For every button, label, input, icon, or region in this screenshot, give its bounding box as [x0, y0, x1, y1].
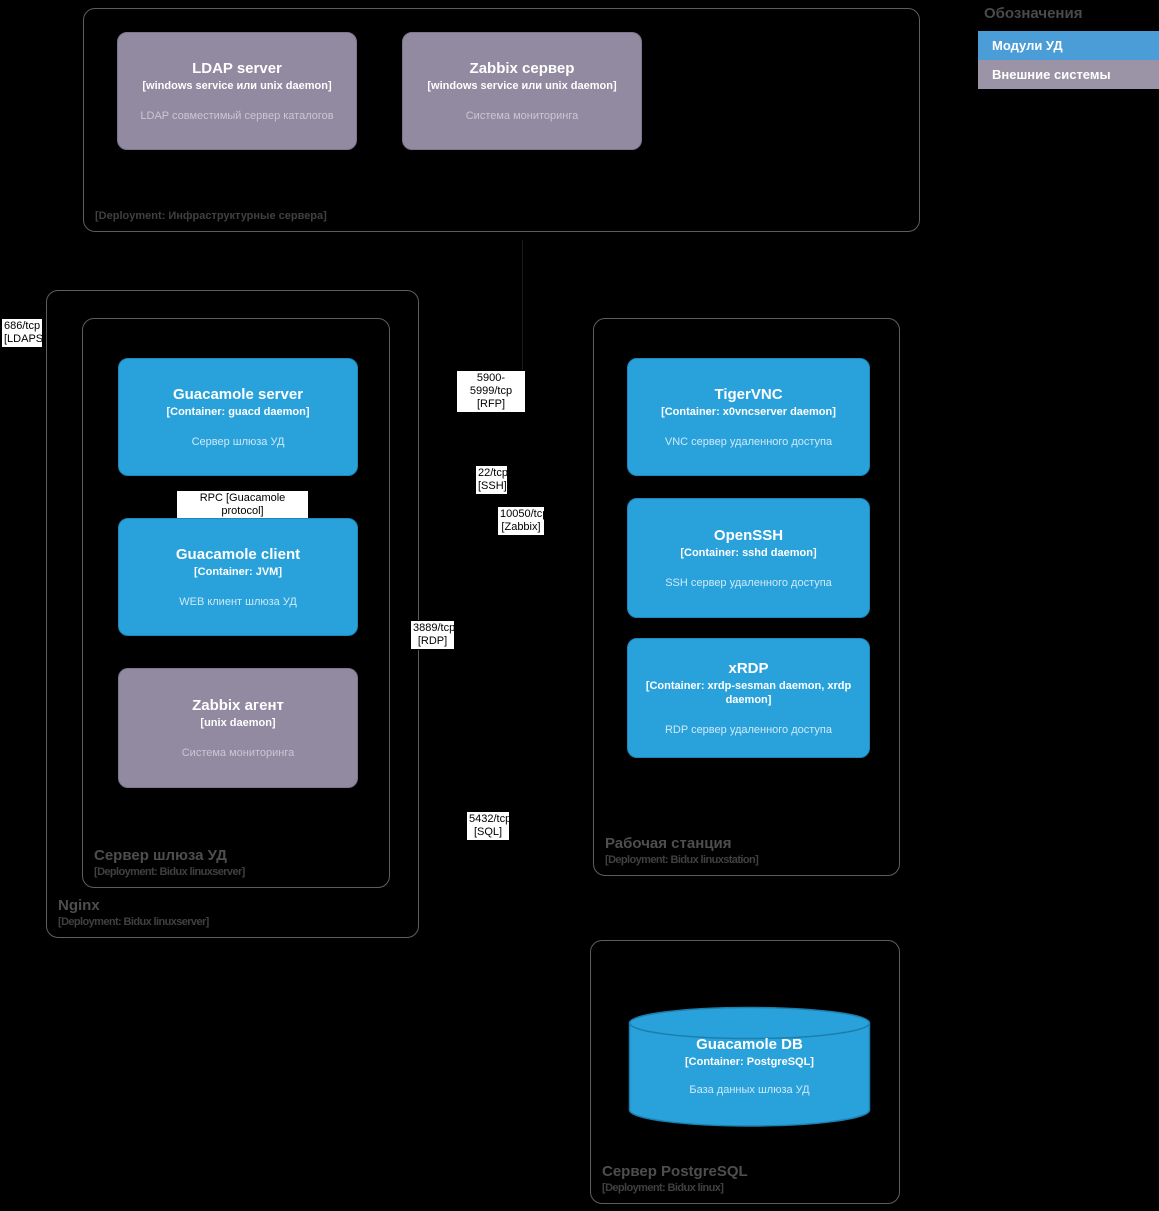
node-guacamole-db: Guacamole DB [Container: PostgreSQL] Баз…: [628, 1006, 871, 1128]
node-description: VNC сервер удаленного доступа: [664, 435, 833, 448]
node-subtitle: [unix daemon]: [200, 716, 276, 729]
node-subtitle: [Container: guacd daemon]: [166, 405, 310, 418]
edge-protocol: [Zabbix]: [501, 521, 541, 533]
node-guacamole-client: Guacamole client [Container: JVM] WEB кл…: [118, 518, 358, 636]
node-subtitle: [windows service или unix daemon]: [142, 79, 332, 92]
node-subtitle: [Container: x0vncserver daemon]: [661, 405, 836, 418]
database-text: Guacamole DB [Container: PostgreSQL] Баз…: [628, 1036, 871, 1097]
boundary-infrastructure-servers: [Deployment: Инфраструктурные сервера]: [83, 8, 920, 232]
node-description: SSH сервер удаленного доступа: [665, 576, 832, 589]
node-xrdp: xRDP [Container: xrdp-sesman daemon, xrd…: [627, 638, 870, 758]
node-zabbix-agent: Zabbix агент [unix daemon] Система монит…: [118, 668, 358, 788]
node-title: LDAP server: [192, 59, 282, 77]
edge-protocol: [SQL]: [473, 826, 503, 838]
boundary-deployment-label: [Deployment: Bidux linuxserver]: [94, 866, 245, 878]
node-description: LDAP совместимый сервер каталогов: [140, 109, 334, 122]
edge-port: 10050/tcp: [500, 508, 549, 520]
boundary-gateway-server: Сервер шлюза УД [Deployment: Bidux linux…: [82, 318, 390, 888]
boundary-deployment-label: [Deployment: Bidux linuxserver]: [58, 916, 209, 928]
boundary-name-label: Nginx: [58, 897, 100, 914]
node-openssh: OpenSSH [Container: sshd daemon] SSH сер…: [627, 498, 870, 618]
edge-label-ssh: 22/tcp [SSH]: [475, 465, 508, 495]
edge-port: 5432/tcp: [469, 813, 512, 825]
node-subtitle: [Container: PostgreSQL]: [685, 1056, 814, 1068]
legend-item-modules: Модули УД: [978, 31, 1159, 60]
node-guacamole-server: Guacamole server [Container: guacd daemo…: [118, 358, 358, 476]
edge-protocol: [RFP]: [476, 398, 506, 410]
node-title: TigerVNC: [714, 385, 783, 403]
boundary-labels: Nginx [Deployment: Bidux linuxserver]: [58, 896, 209, 929]
boundary-name-label: Рабочая станция: [605, 835, 732, 852]
node-title: Guacamole DB: [696, 1036, 803, 1053]
edge-port: 686/tcp: [4, 320, 41, 332]
edge-label-rpc: RPC [Guacamole protocol]: [176, 490, 309, 520]
database-cylinder-icon: [628, 1006, 871, 1127]
boundary-labels: Рабочая станция [Deployment: Bidux linux…: [605, 834, 759, 867]
node-title: OpenSSH: [713, 526, 784, 544]
boundary-postgresql-server: Сервер PostgreSQL [Deployment: Bidux lin…: [590, 940, 900, 1204]
node-tigervnc: TigerVNC [Container: x0vncserver daemon]…: [627, 358, 870, 476]
legend-title: Обозначения: [984, 5, 1083, 22]
edge-label-zabbix: 10050/tcp [Zabbix]: [497, 506, 549, 536]
edge-label-rfp: 5900-5999/tcp [RFP]: [456, 370, 526, 413]
boundary-workstation: Рабочая станция [Deployment: Bidux linux…: [593, 318, 900, 876]
legend-item-external-systems: Внешние системы: [978, 60, 1159, 89]
edge-protocol: [RDP]: [417, 635, 448, 647]
boundary-name-label: Сервер PostgreSQL: [602, 1163, 748, 1180]
edge-port: 5900-5999/tcp: [469, 372, 513, 397]
node-description: Система мониторинга: [181, 746, 295, 759]
boundary-labels: Сервер PostgreSQL [Deployment: Bidux lin…: [602, 1162, 748, 1195]
node-ldap-server: LDAP server [windows service или unix da…: [117, 32, 357, 150]
edge-port: 22/tcp: [478, 467, 508, 479]
node-description: Система мониторинга: [465, 109, 579, 122]
node-subtitle: [Container: xrdp-sesman daemon, xrdp dae…: [645, 679, 852, 706]
boundary-labels: [Deployment: Инфраструктурные сервера]: [95, 209, 327, 223]
connector-line: [522, 240, 523, 400]
boundary-deployment-label: [Deployment: Bidux linux]: [602, 1182, 724, 1194]
edge-label-rdp: 3889/tcp [RDP]: [410, 620, 455, 650]
node-title: xRDP: [728, 659, 769, 677]
edge-label-sql: 5432/tcp [SQL]: [466, 811, 512, 841]
node-description: RDP сервер удаленного доступа: [664, 723, 833, 736]
edge-protocol: [LDAPS]: [4, 333, 47, 345]
edge-protocol: [SSH]: [478, 480, 507, 492]
node-subtitle: [windows service или unix daemon]: [427, 79, 617, 92]
node-title: Zabbix агент: [192, 696, 284, 714]
edge-label-ldaps: 686/tcp [LDAPS]: [1, 318, 47, 348]
node-description: WEB клиент шлюза УД: [179, 595, 297, 608]
boundary-labels: Сервер шлюза УД [Deployment: Bidux linux…: [94, 846, 245, 879]
node-zabbix-server: Zabbix сервер [windows service или unix …: [402, 32, 642, 150]
node-title: Guacamole client: [175, 545, 301, 563]
boundary-nginx: Nginx [Deployment: Bidux linuxserver]: [46, 290, 419, 938]
edge-port: 3889/tcp: [413, 622, 456, 634]
boundary-deployment-label: [Deployment: Инфраструктурные сервера]: [95, 210, 327, 222]
node-subtitle: [Container: JVM]: [194, 565, 282, 578]
boundary-name-label: Сервер шлюза УД: [94, 847, 227, 864]
node-title: Guacamole server: [172, 385, 304, 403]
node-description: База данных шлюза УД: [689, 1084, 810, 1096]
node-title: Zabbix сервер: [469, 59, 575, 77]
node-description: Сервер шлюза УД: [191, 435, 285, 448]
node-subtitle: [Container: sshd daemon]: [680, 546, 817, 559]
boundary-deployment-label: [Deployment: Bidux linuxstation]: [605, 854, 759, 866]
